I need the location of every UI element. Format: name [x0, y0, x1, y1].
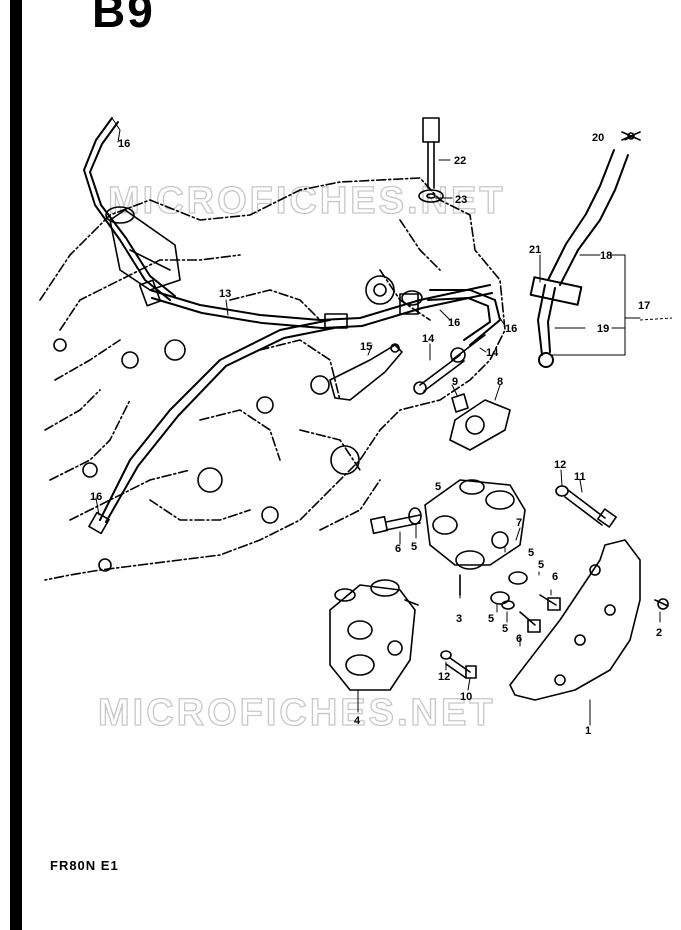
bracket-15 [329, 343, 403, 401]
callout-5f: 5 [502, 623, 508, 635]
callout-11: 11 [574, 471, 586, 483]
callout-6b: 6 [552, 571, 558, 583]
washer-12-top [555, 485, 569, 497]
part-number-labels: 1 2 3 4 5 5 5 5 5 5 6 6 6 7 8 9 10 11 12… [90, 132, 662, 737]
clip-20 [621, 131, 641, 141]
callout-18: 18 [600, 250, 612, 262]
callout-5e: 5 [488, 613, 494, 625]
oil-tank-cylinder [105, 206, 181, 291]
oil-hose-16-right [427, 289, 501, 346]
callout-15: 15 [360, 341, 372, 353]
callout-21: 21 [529, 244, 541, 256]
washer-12-bottom [440, 650, 452, 660]
callout-16a: 16 [118, 138, 130, 150]
bolt-6-right-a [539, 594, 561, 611]
leader-lines [95, 117, 661, 726]
fitting-9 [451, 393, 469, 413]
callout-9: 9 [452, 376, 458, 388]
bolt-22 [422, 117, 440, 189]
callout-16b: 16 [448, 317, 460, 329]
callout-13: 13 [219, 288, 231, 300]
callout-16c: 16 [505, 323, 517, 335]
callout-23: 23 [455, 194, 467, 206]
banjo-fitting-14b [450, 334, 486, 363]
model-code-label: FR80N E1 [50, 858, 119, 873]
gasket-8 [449, 399, 511, 451]
hose-clamps [88, 279, 419, 535]
watermark-bottom: MICROFICHES.NET [97, 691, 496, 734]
callout-19: 19 [597, 323, 609, 335]
callout-14b: 14 [486, 347, 499, 359]
bolt-10 [445, 657, 477, 679]
washers-5-right [490, 571, 528, 610]
callout-5a: 5 [435, 481, 441, 493]
callout-22: 22 [454, 155, 466, 167]
engine-case-bosses [53, 275, 423, 572]
callout-1: 1 [585, 725, 591, 737]
callout-6c: 6 [516, 633, 522, 645]
callout-4: 4 [354, 715, 361, 727]
hose-end-indicator [639, 317, 673, 321]
callout-12a: 12 [554, 459, 566, 471]
pump-cover-1 [509, 539, 641, 701]
callout-12b: 12 [438, 671, 450, 683]
callout-2: 2 [656, 627, 662, 639]
callout-8: 8 [497, 376, 503, 388]
hose-assembly-17 [529, 149, 629, 368]
oil-pump-3 [424, 479, 526, 596]
bolt-6-right-b [519, 611, 541, 633]
callout-17: 17 [638, 300, 650, 312]
callout-3: 3 [456, 613, 462, 625]
callout-20: 20 [592, 132, 604, 144]
callout-5b: 5 [411, 541, 417, 553]
oil-hose-16-top [83, 117, 176, 301]
scan-left-border [10, 0, 22, 930]
callout-5d: 5 [538, 559, 544, 571]
callout-14a: 14 [422, 333, 435, 345]
screw-2 [654, 598, 669, 610]
callout-16d: 16 [90, 491, 102, 503]
washer-23 [418, 189, 444, 203]
bolt-11 [564, 489, 617, 528]
callout-10: 10 [460, 691, 472, 703]
callout-5c: 5 [528, 547, 534, 559]
oil-pump-4 [329, 579, 419, 691]
callout-7: 7 [516, 517, 522, 529]
oil-hose-16-lower [99, 319, 335, 523]
callout-6a: 6 [395, 543, 401, 555]
engine-case-outline [39, 177, 506, 581]
oil-hose-13 [149, 284, 493, 329]
washer-5-left [408, 507, 422, 525]
section-header-code: B9 [92, 0, 155, 37]
